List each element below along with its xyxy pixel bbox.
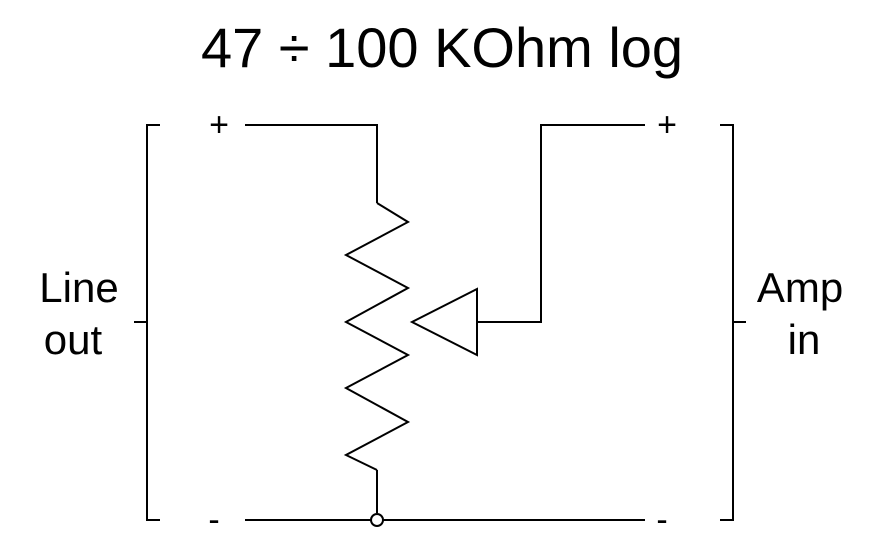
line-out-label-line2: out: [44, 316, 103, 363]
wiper-arrow: [409, 287, 478, 357]
left-negative-mark: -: [208, 501, 219, 539]
positive-input-wire: [245, 124, 378, 203]
junction-node: [370, 513, 384, 527]
right-negative-mark: -: [656, 501, 667, 539]
right-bracket: [720, 124, 746, 521]
right-positive-mark: +: [657, 106, 677, 144]
line-out-label-line1: Line: [39, 264, 118, 311]
diagram-title: 47 ÷ 100 KOhm log: [201, 16, 683, 79]
left-positive-mark: +: [209, 106, 229, 144]
potentiometer-resistor: [343, 202, 411, 471]
amp-in-label-line2: in: [788, 316, 821, 363]
wiper-output-wire: [477, 124, 645, 323]
left-bracket: [134, 124, 160, 521]
amp-in-label-line1: Amp: [757, 264, 843, 311]
